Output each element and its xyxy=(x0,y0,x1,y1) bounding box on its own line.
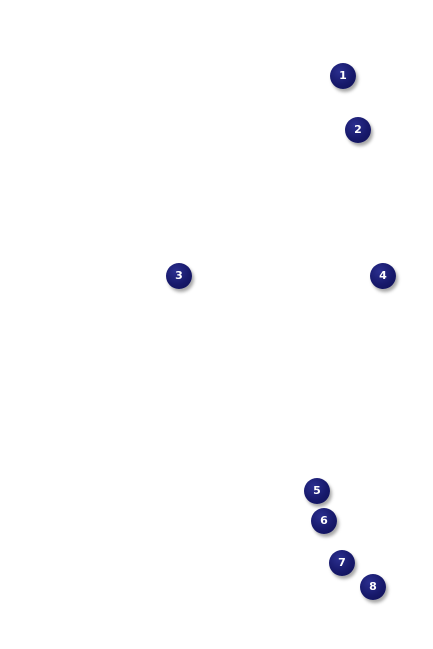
marker-7[interactable]: 7 xyxy=(329,550,355,576)
marker-2[interactable]: 2 xyxy=(345,117,371,143)
marker-5[interactable]: 5 xyxy=(304,478,330,504)
marker-1[interactable]: 1 xyxy=(330,63,356,89)
marker-4[interactable]: 4 xyxy=(370,263,396,289)
marker-3[interactable]: 3 xyxy=(166,263,192,289)
marker-6[interactable]: 6 xyxy=(311,508,337,534)
marker-8[interactable]: 8 xyxy=(360,574,386,600)
